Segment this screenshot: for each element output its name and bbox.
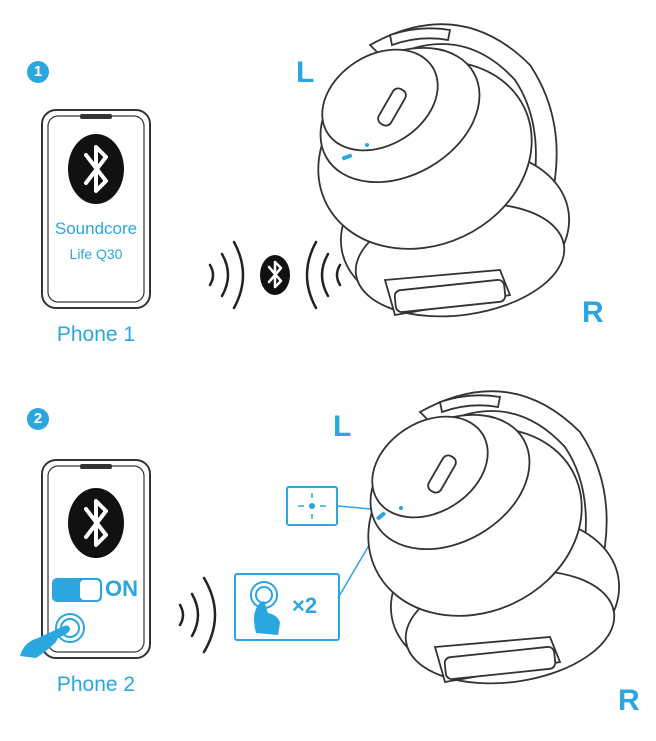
step-1-badge: 1 bbox=[27, 61, 49, 83]
signal-waves bbox=[178, 576, 217, 654]
bluetooth-signal bbox=[208, 240, 342, 310]
button-locator-callout bbox=[286, 486, 338, 526]
phone-1-brand: Soundcore bbox=[54, 219, 138, 238]
toggle-on-label: ON bbox=[105, 576, 138, 601]
left-label-1: L bbox=[296, 56, 315, 89]
right-label-2: R bbox=[618, 684, 640, 717]
bluetooth-toggle[interactable] bbox=[52, 578, 102, 602]
headphones-1 bbox=[317, 23, 570, 318]
bluetooth-icon bbox=[68, 488, 124, 558]
step-2-badge: 2 bbox=[27, 408, 49, 430]
press-count: ×2 bbox=[292, 593, 318, 618]
left-label-2: L bbox=[333, 410, 352, 443]
right-label-1: R bbox=[582, 296, 604, 329]
phone-1-model: Life Q30 bbox=[69, 246, 123, 262]
phone-2 bbox=[41, 459, 151, 659]
phone-1-caption: Phone 1 bbox=[56, 323, 136, 346]
phone-1 bbox=[41, 109, 151, 309]
phone-2-caption: Phone 2 bbox=[56, 673, 136, 696]
bluetooth-icon bbox=[68, 134, 124, 204]
headphones-2 bbox=[367, 390, 620, 685]
double-press-callout bbox=[234, 573, 340, 641]
tap-hand-icon bbox=[20, 613, 85, 658]
